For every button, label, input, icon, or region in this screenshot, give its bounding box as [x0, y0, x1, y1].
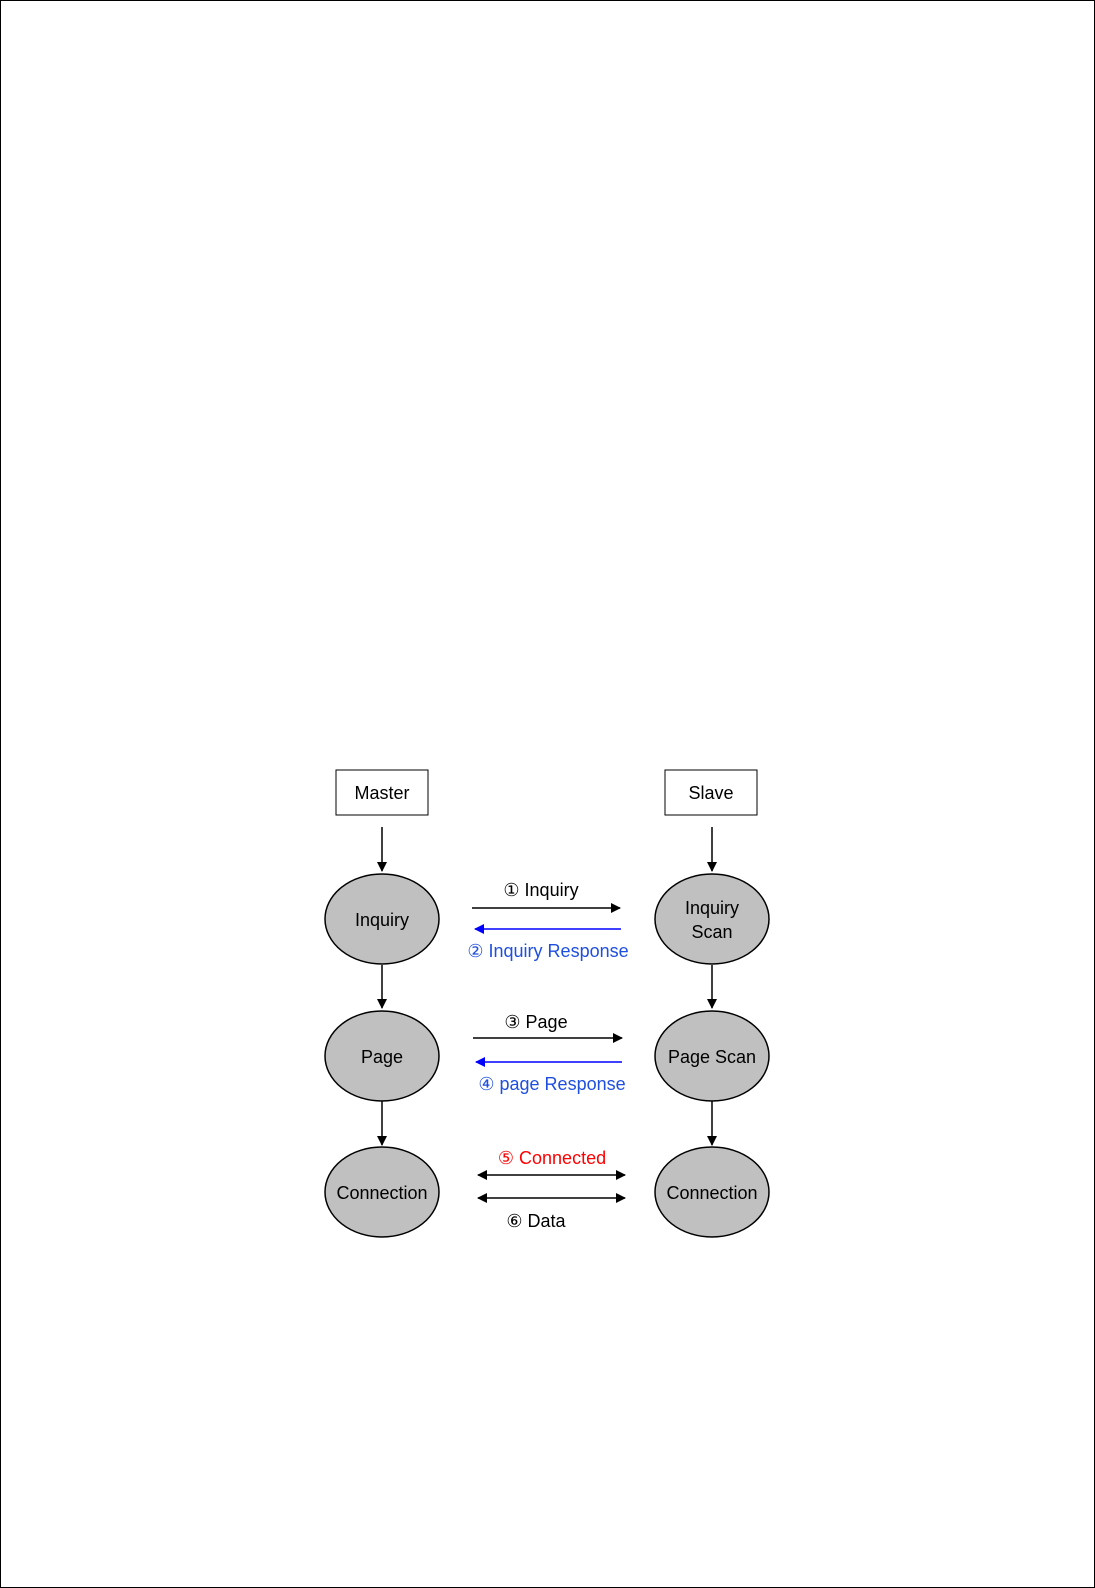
master-connection-node: Connection [325, 1147, 439, 1237]
slave-inquiry-scan-label-line1: Inquiry [685, 898, 739, 918]
slave-connection-node: Connection [655, 1147, 769, 1237]
page-response-label: ④ page Response [478, 1074, 625, 1094]
slave-inquiry-scan-node: Inquiry Scan [655, 874, 769, 964]
data-label: ⑥ Data [506, 1211, 566, 1231]
connected-label: ⑤ Connected [498, 1148, 606, 1168]
slave-label: Slave [688, 783, 733, 803]
master-connection-label: Connection [336, 1183, 427, 1203]
master-page-label: Page [361, 1047, 403, 1067]
master-page-node: Page [325, 1011, 439, 1101]
slave-page-scan-node: Page Scan [655, 1011, 769, 1101]
master-box: Master [336, 770, 428, 815]
slave-page-scan-label: Page Scan [668, 1047, 756, 1067]
master-inquiry-label: Inquiry [355, 910, 409, 930]
inquiry-message-label: ① Inquiry [503, 880, 578, 900]
master-inquiry-node: Inquiry [325, 874, 439, 964]
inquiry-response-label: ② Inquiry Response [467, 941, 628, 961]
page-message-label: ③ Page [504, 1012, 567, 1032]
master-label: Master [354, 783, 409, 803]
slave-box: Slave [665, 770, 757, 815]
slave-inquiry-scan-label-line2: Scan [691, 922, 732, 942]
slave-connection-label: Connection [666, 1183, 757, 1203]
